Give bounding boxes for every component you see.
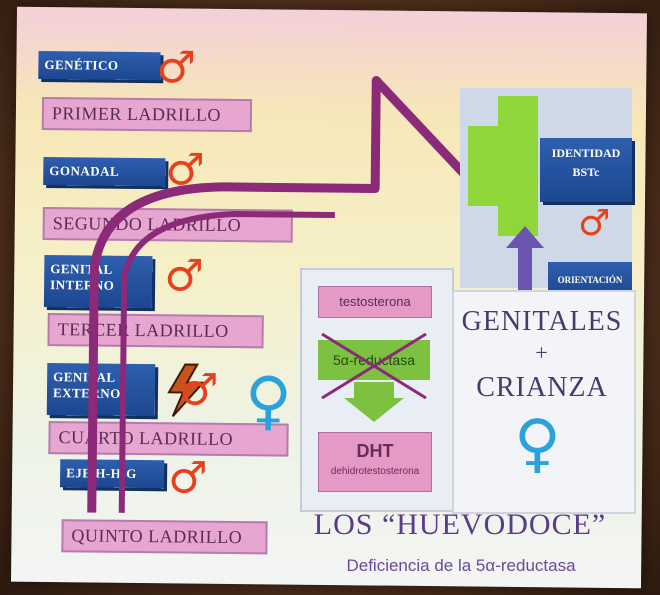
purple-arrow-up-icon (506, 226, 544, 290)
dht-label: DHT (356, 441, 394, 461)
identity-sub-label: BSTc (572, 165, 600, 179)
male-symbol-icon: ♂ (578, 203, 611, 244)
genitals-label: GENITALES (461, 306, 623, 337)
cross-out-icon (321, 332, 427, 400)
arrow-down-icon (344, 382, 404, 422)
plus-sign: + (535, 340, 549, 365)
crianza-label: CRIANZA (476, 372, 608, 403)
identity-box: IDENTIDAD BSTc (540, 138, 632, 202)
green-arrow-icon (468, 96, 538, 236)
dht-full-label: dehidrotestosterona (330, 466, 420, 477)
female-symbol-icon: ♀ (514, 407, 561, 481)
reductase-box: 5α-reductasa (318, 340, 430, 380)
slide-title: LOS “HUEVODOCE” (313, 508, 607, 541)
dht-box: DHT dehidrotestosterona (318, 432, 432, 492)
development-arrow (87, 75, 499, 513)
lightning-icon (167, 363, 206, 418)
slide: GENÉTICO ♂ PRIMER LADRILLO GONADAL ♂ TER… (11, 6, 647, 589)
identity-label: IDENTIDAD (551, 146, 621, 160)
genitals-box (452, 290, 636, 514)
slide-subtitle: Deficiencia de la 5α-reductasa (346, 556, 576, 575)
female-symbol-icon: ♀ (244, 364, 293, 439)
testosterone-box: testosterona (318, 286, 432, 318)
